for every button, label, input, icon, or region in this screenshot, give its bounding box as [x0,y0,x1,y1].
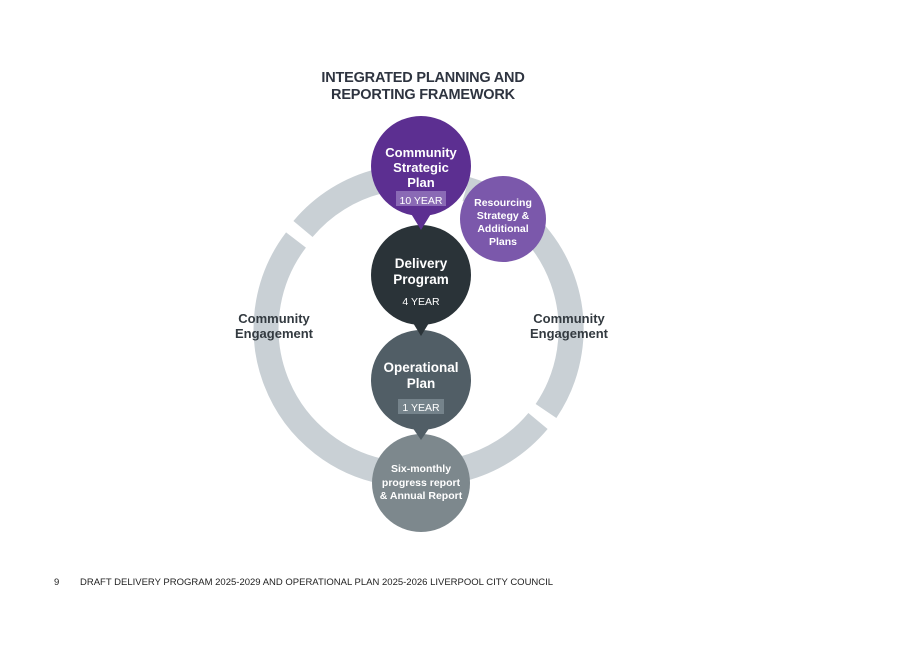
operational-line-1: Operational [383,360,459,375]
operational-badge-label: 1 YEAR [402,402,440,414]
engagement-right-line-1: Community [533,311,605,326]
ring-segment-top-left [293,168,384,238]
strategic-line-2: Strategic [393,160,449,175]
strategic-badge-label: 10 YEAR [399,195,443,207]
strategic-node-text: Community Strategic Plan [371,145,471,190]
delivery-badge: 4 YEAR [371,291,471,310]
page-footer: 9 DRAFT DELIVERY PROGRAM 2025-2029 AND OP… [54,577,553,588]
title-line-1: INTEGRATED PLANNING AND [321,70,525,86]
resourcing-node-text: Resourcing Strategy & Additional Plans [463,197,543,249]
operational-badge-bg [398,399,444,414]
strategic-line-1: Community [385,145,457,160]
operational-badge: 1 YEAR [371,397,471,416]
delivery-badge-label: 4 YEAR [402,296,440,308]
reporting-line-2: progress report [381,476,461,489]
reporting-node-text: Six-monthly progress report & Annual Rep… [366,463,476,504]
diagram-title: INTEGRATED PLANNING AND REPORTING FRAMEW… [273,70,573,104]
engagement-right-line-2: Engagement [529,326,608,341]
engagement-left-line-2: Engagement [234,326,313,341]
delivery-line-2: Program [393,272,449,287]
resourcing-node [460,176,546,262]
delivery-node [371,225,471,336]
operational-node [371,330,471,440]
strategic-badge: 10 YEAR [371,190,471,209]
engagement-left-line-1: Community [238,311,310,326]
delivery-line-1: Delivery [394,256,448,271]
operational-node-text: Operational Plan [371,360,471,392]
resourcing-line-3: Additional [477,223,529,235]
reporting-line-3: & Annual Report [379,490,463,502]
reporting-line-1: Six-monthly [390,463,452,475]
reporting-node [372,434,470,532]
title-line-2: REPORTING FRAMEWORK [331,87,515,103]
footer-text: DRAFT DELIVERY PROGRAM 2025-2029 AND OPE… [80,577,554,588]
community-engagement-left: Community Engagement [214,311,334,341]
resourcing-line-1: Resourcing [474,197,532,209]
strategic-badge-bg [396,191,446,206]
resourcing-line-2: Strategy & [476,210,530,222]
ring-segment-left [253,232,388,485]
resourcing-line-4: Plans [488,236,517,248]
page-number: 9 [54,577,60,588]
community-engagement-right: Community Engagement [509,311,629,341]
delivery-node-text: Delivery Program [371,256,471,288]
delivery-badge-bg [397,293,445,308]
strategic-line-3: Plan [407,175,435,190]
ring-segment-bottom-right [458,412,548,482]
operational-line-2: Plan [406,376,436,391]
